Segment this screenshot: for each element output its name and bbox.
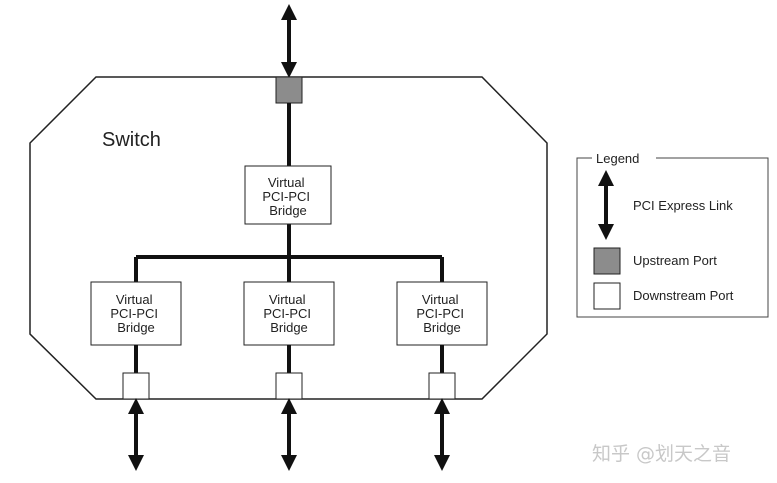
legend-upstream-label: Upstream Port: [633, 253, 717, 268]
switch-label: Switch: [102, 129, 161, 151]
downstream-port-1: [122, 372, 150, 400]
legend-link-label: PCI Express Link: [633, 198, 733, 213]
lower-bridge-1-label: Virtual PCI-PCI Bridge: [110, 292, 161, 335]
lower-bridge-3-label: Virtual PCI-PCI Bridge: [416, 292, 467, 335]
downstream-port-2: [275, 372, 303, 400]
lower-bridge-2-label: Virtual PCI-PCI Bridge: [263, 292, 314, 335]
legend-downstream-swatch: [593, 282, 621, 310]
upstream-port: [275, 76, 303, 104]
downstream-port-3: [428, 372, 456, 400]
lower-virtual-bridge-2: [243, 281, 335, 346]
lower-virtual-bridge-3: [396, 281, 488, 346]
watermark-text: 知乎 @划天之音: [592, 443, 731, 465]
upper-virtual-bridge: [244, 165, 332, 225]
upper-bridge-label: Virtual PCI-PCI Bridge: [262, 175, 313, 218]
legend-downstream-label: Downstream Port: [633, 288, 734, 303]
legend-title-bg: [592, 150, 656, 166]
lower-virtual-bridge-1: [90, 281, 182, 346]
legend-upstream-swatch: [593, 247, 621, 275]
legend-title: Legend: [596, 151, 639, 166]
